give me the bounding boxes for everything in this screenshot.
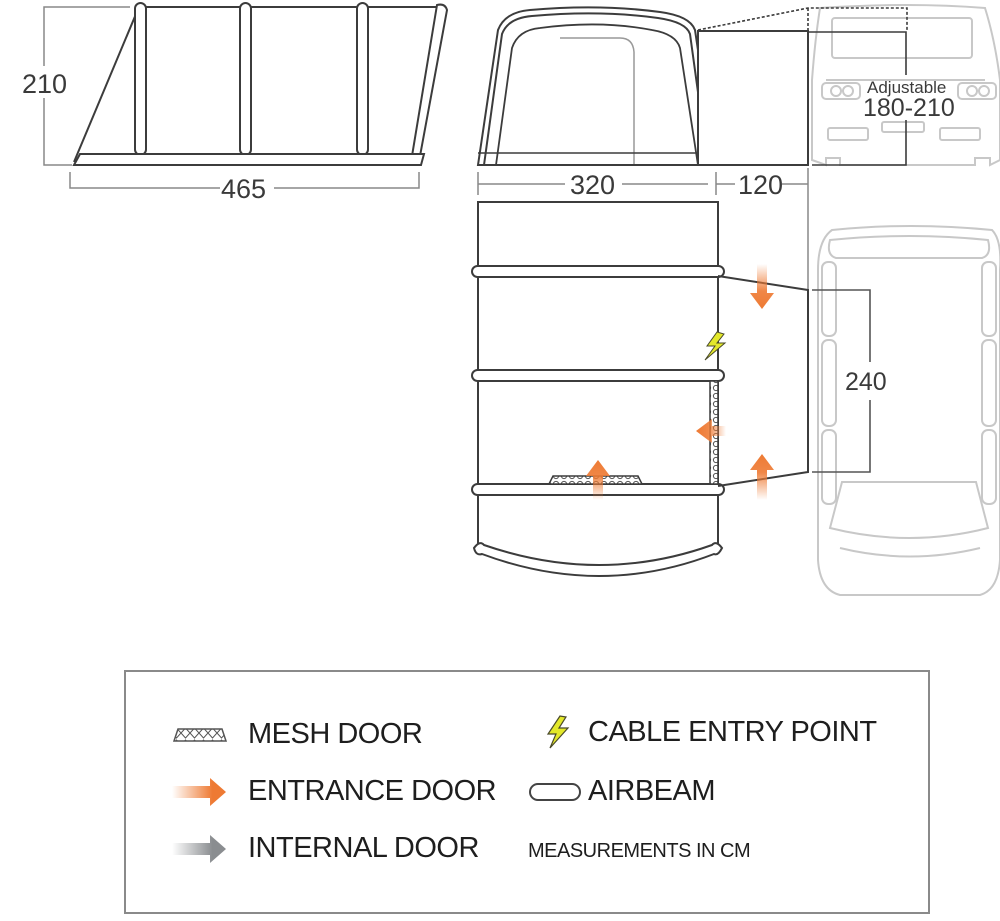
vehicle-rear-outline: [811, 4, 1000, 167]
mesh-door-icon: [172, 727, 228, 742]
entrance-door-arrow-icon: [750, 264, 774, 309]
cable-entry-lightning-icon: [546, 715, 570, 749]
measurements-unit-note: MEASUREMENTS IN CM: [528, 840, 751, 862]
airbeam-icon: [529, 782, 581, 801]
internal-door-arrow-icon: [696, 419, 726, 443]
legend-label: AIRBEAM: [588, 775, 716, 807]
awning-width-label: 320: [570, 170, 615, 200]
front-width-dimensions: [477, 168, 809, 300]
entrance-door-arrow-icon: [172, 777, 226, 806]
side-view: [43, 2, 449, 189]
adjustable-label: Adjustable: [867, 78, 946, 97]
legend-label: INTERNAL DOOR: [248, 832, 479, 864]
legend-item-entrance-door: ENTRANCE DOOR: [172, 775, 497, 808]
legend-item-mesh-door: MESH DOOR: [172, 718, 423, 751]
legend-item-airbeam: AIRBEAM: [528, 775, 716, 808]
legend-label: MESH DOOR: [248, 718, 423, 750]
legend-measurements-note: MEASUREMENTS IN CM: [528, 840, 751, 863]
adjustable-range-label: 180-210: [863, 94, 955, 122]
side-length-label: 465: [221, 174, 266, 204]
internal-door-arrow-icon: [172, 834, 226, 863]
plan-view-awning: [471, 201, 871, 577]
entrance-door-arrow-icon: [586, 460, 610, 500]
side-height-label: 210: [22, 69, 67, 99]
legend-item-internal-door: INTERNAL DOOR: [172, 832, 479, 865]
legend-label: ENTRANCE DOOR: [248, 775, 497, 807]
connector-width-label: 120: [738, 170, 783, 200]
legend: MESH DOOR ENTRANCE DOOR INTERNAL DOO: [124, 670, 930, 914]
cable-entry-lightning-icon: [704, 331, 727, 361]
legend-label: CABLE ENTRY POINT: [588, 715, 877, 748]
entrance-door-arrow-icon: [750, 454, 774, 500]
front-view-awning: [476, 6, 908, 166]
legend-item-cable-entry: CABLE ENTRY POINT: [542, 714, 877, 750]
vehicle-top-outline: [817, 225, 1000, 596]
connector-depth-label: 240: [845, 368, 887, 396]
